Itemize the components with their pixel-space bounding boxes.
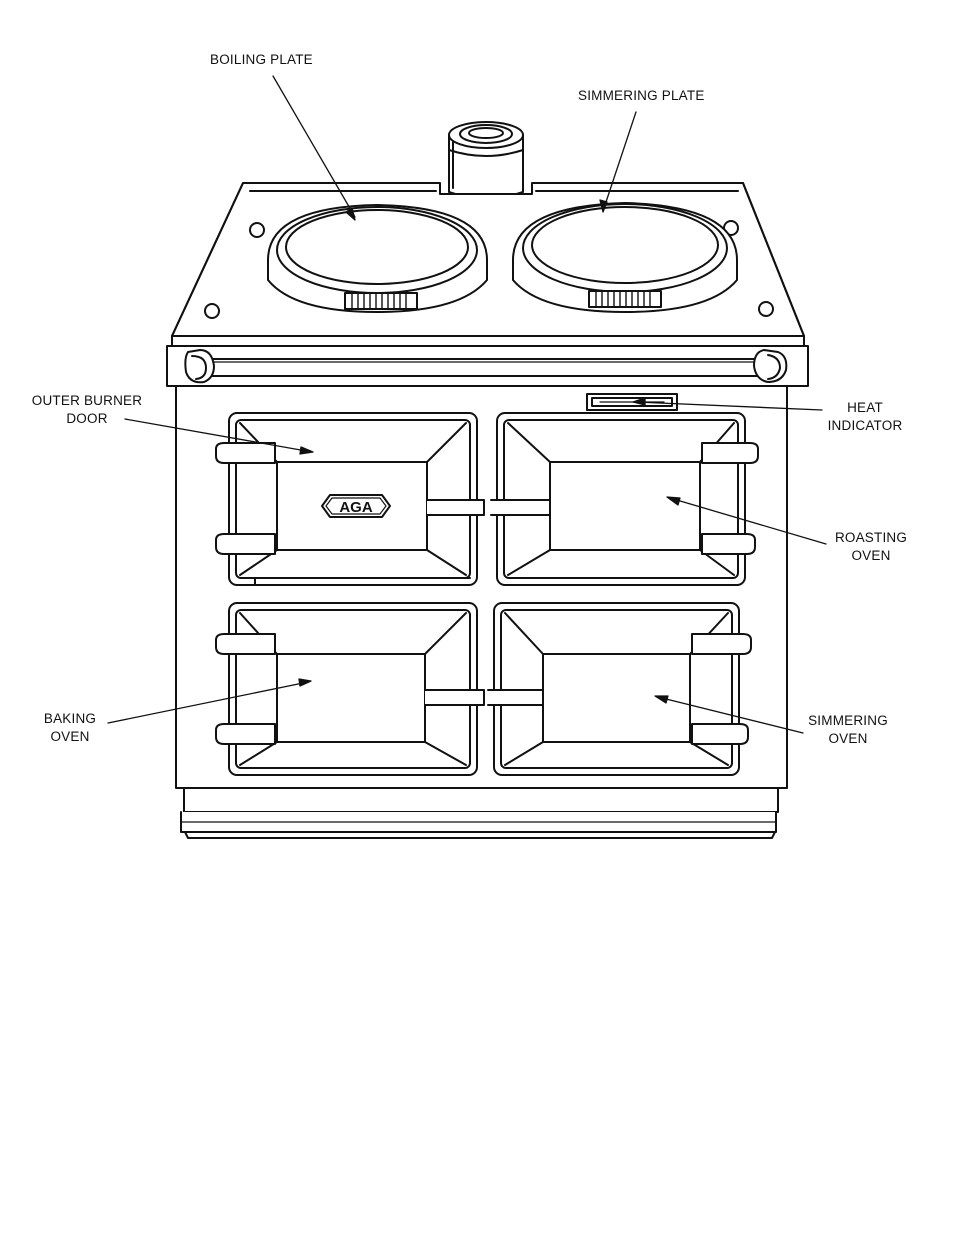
cooker-body [176, 386, 787, 838]
label-heat-indicator-line1: HEAT [847, 400, 883, 415]
boiling-plate [268, 205, 487, 312]
leader-roasting-oven [667, 497, 826, 544]
label-roasting-oven-line1: ROASTING [834, 530, 908, 545]
label-boiling-plate-text: BOILING PLATE [210, 52, 313, 67]
aga-logo: AGA [322, 495, 390, 517]
label-simmering-oven-line1: SIMMERING [808, 713, 888, 728]
label-simmering-plate-text: SIMMERING PLATE [578, 88, 705, 103]
leader-heat-indicator [633, 398, 822, 410]
baking-oven-door [216, 603, 484, 775]
label-simmering-oven: SIMMERING OVEN [798, 712, 898, 748]
flue-pipe [449, 122, 523, 230]
label-heat-indicator: HEAT INDICATOR [818, 399, 912, 435]
simmering-plate [513, 203, 737, 312]
label-roasting-oven-line2: OVEN [851, 548, 891, 563]
leader-outer-burner-door [125, 419, 313, 454]
label-baking-oven-line2: OVEN [50, 729, 90, 744]
leader-lines [108, 76, 826, 733]
leader-simmering-oven [655, 696, 803, 733]
simmering-oven-door [488, 603, 751, 775]
aga-logo-text: AGA [339, 499, 373, 516]
label-boiling-plate: BOILING PLATE [210, 51, 313, 69]
label-baking-oven: BAKING OVEN [30, 710, 110, 746]
towel-rail [167, 346, 808, 386]
label-outer-burner-door: OUTER BURNER DOOR [26, 392, 148, 428]
roasting-oven-door [491, 413, 758, 585]
label-simmering-plate: SIMMERING PLATE [578, 87, 705, 105]
leader-simmering-plate [600, 112, 636, 212]
label-roasting-oven: ROASTING OVEN [826, 529, 916, 565]
label-simmering-oven-line2: OVEN [828, 731, 868, 746]
leader-baking-oven [108, 679, 311, 723]
heat-indicator [587, 394, 677, 410]
label-outer-burner-door-line2: DOOR [66, 411, 108, 426]
label-baking-oven-line1: BAKING [43, 711, 97, 726]
label-heat-indicator-line2: INDICATOR [827, 418, 903, 433]
label-outer-burner-door-line1: OUTER BURNER [31, 393, 143, 408]
leader-boiling-plate [273, 76, 355, 220]
